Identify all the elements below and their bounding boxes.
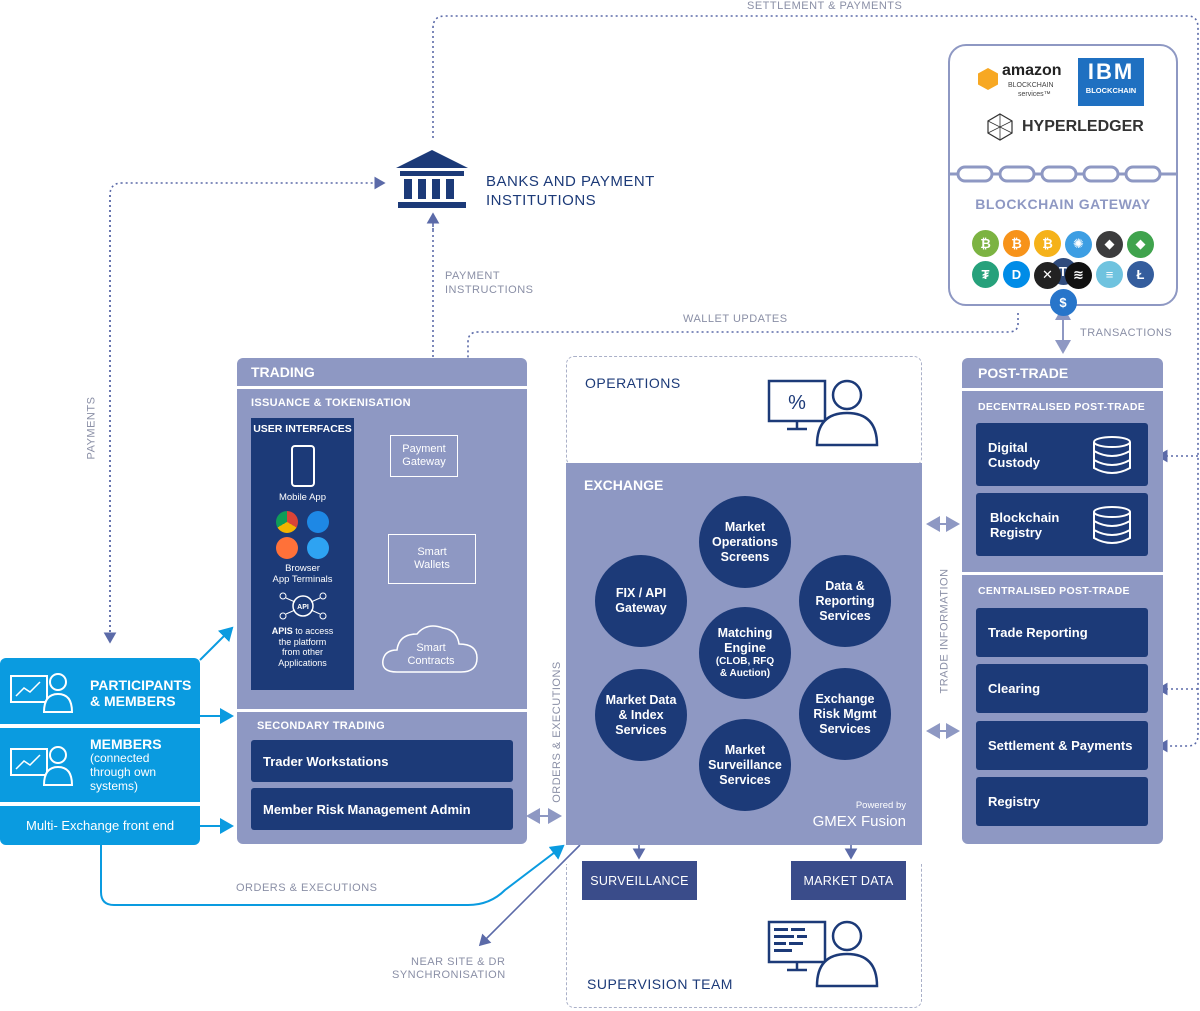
amazon-cubes-icon — [978, 68, 998, 90]
smart-contracts-label: Smart Contracts — [407, 642, 455, 667]
settlement-payments-box[interactable]: Settlement & Payments — [976, 721, 1148, 770]
ibm-blockchain-logo: IBM BLOCKCHAIN — [1078, 58, 1144, 106]
operator-icon: % — [767, 379, 879, 447]
operations-panel: OPERATIONS % — [566, 356, 922, 466]
crypto-coin-icon: ₿ — [1003, 230, 1030, 257]
wallet-updates-label: WALLET UPDATES — [683, 313, 788, 325]
crypto-coin-icon: ≋ — [1065, 261, 1092, 289]
api-network-icon: API — [279, 592, 326, 620]
secondary-divider — [237, 709, 527, 712]
participants-box[interactable]: PARTICIPANTS & MEMBERS — [0, 658, 200, 724]
market-data-box[interactable]: MARKET DATA — [791, 861, 906, 900]
registry-box[interactable]: Registry — [976, 777, 1148, 826]
crypto-coin-icon: ≡ — [1096, 261, 1123, 288]
gmex-fusion-brand: GMEX Fusion — [812, 813, 906, 830]
crypto-coin-icon: D — [1003, 261, 1030, 288]
blockchain-gateway-title: BLOCKCHAIN GATEWAY — [975, 196, 1151, 212]
svg-text:%: % — [788, 392, 806, 414]
smart-wallets-box: Smart Wallets — [388, 534, 476, 584]
settlement-payments-label: SETTLEMENT & PAYMENTS — [747, 0, 903, 12]
payment-gateway-box: Payment Gateway — [390, 435, 458, 477]
hyperledger-icon — [987, 113, 1013, 141]
amazon-logo: amazon BLOCKCHAIN services™ — [978, 62, 1068, 102]
members-box[interactable]: MEMBERS (connected through own systems) — [0, 728, 200, 802]
firefox-icon — [276, 537, 299, 559]
orders-executions-bottom-label: ORDERS & EXECUTIONS — [236, 882, 378, 894]
orders-executions-vertical-label: ORDERS & EXECUTIONS — [550, 661, 563, 803]
supervisor-icon — [767, 920, 879, 988]
crypto-coin-icon: ✕ — [1034, 261, 1061, 289]
member-terminal-icon — [10, 746, 74, 786]
multi-exchange-box[interactable]: Multi- Exchange front end — [0, 806, 200, 845]
centralised-title: CENTRALISED POST-TRADE — [978, 585, 1130, 597]
centralised-divider — [962, 572, 1163, 575]
clearing-box[interactable]: Clearing — [976, 664, 1148, 713]
blockchain-panel: amazon BLOCKCHAIN services™ IBM BLOCKCHA… — [948, 44, 1178, 316]
supervision-team-title: SUPERVISION TEAM — [587, 976, 733, 992]
payment-instructions-label-2: INSTRUCTIONS — [445, 284, 534, 296]
trading-panel: TRADING ISSUANCE & TOKENISATION USER INT… — [237, 358, 527, 844]
crypto-coin-icon: Ł — [1127, 261, 1154, 288]
user-interfaces-panel: USER INTERFACES Mobile App Browser App T… — [251, 418, 354, 690]
secondary-trading-title: SECONDARY TRADING — [257, 720, 385, 732]
coin-row-2: ₮D✕≋≡Ł $ — [956, 261, 1170, 316]
payments-label: PAYMENTS — [85, 396, 98, 460]
near-site-label-2: SYNCHRONISATION — [392, 969, 506, 981]
crypto-coin-icon: ₮ — [972, 261, 999, 288]
api-badge: API — [297, 604, 309, 611]
mobile-app-icon — [290, 445, 315, 487]
chrome-icon — [276, 511, 299, 533]
safari-icon — [306, 537, 329, 559]
bank-icon — [396, 150, 468, 208]
payment-instructions-label-1: PAYMENT — [445, 270, 501, 282]
trade-information-label: TRADE INFORMATION — [938, 568, 951, 694]
trading-divider — [237, 386, 527, 389]
issuance-title: ISSUANCE & TOKENISATION — [251, 397, 411, 409]
transactions-label: TRANSACTIONS — [1080, 327, 1173, 339]
near-site-label-1: NEAR SITE & DR — [411, 956, 506, 968]
hyperledger-logo: HYPERLEDGER — [986, 112, 1156, 142]
supervision-panel: SUPERVISION TEAM — [566, 864, 922, 1008]
trader-workstations[interactable]: Trader Workstations — [251, 740, 513, 782]
member-risk-admin[interactable]: Member Risk Management Admin — [251, 788, 513, 830]
powered-by: Powered by — [855, 800, 906, 811]
crypto-coin-icon: ₿ — [1034, 230, 1061, 257]
crypto-coin-icon: $ — [1049, 288, 1077, 316]
user-terminal-icon — [10, 673, 74, 713]
crypto-coin-icon: ◆ — [1127, 230, 1154, 258]
banks-title: BANKS AND PAYMENT INSTITUTIONS — [486, 173, 655, 209]
post-trade-divider — [962, 388, 1163, 391]
trade-reporting-box[interactable]: Trade Reporting — [976, 608, 1148, 657]
post-trade-panel: POST-TRADE DECENTRALISED POST-TRADE Digi… — [962, 358, 1163, 844]
database-icon — [1093, 506, 1131, 544]
exchange-title: EXCHANGE — [584, 477, 664, 493]
post-trade-title: POST-TRADE — [978, 365, 1069, 381]
database-icon — [1093, 436, 1131, 474]
edge-icon — [306, 511, 329, 533]
browser-icons — [251, 511, 354, 559]
crypto-coin-icon: ₿ — [972, 230, 999, 257]
crypto-coin-icon: ✺ — [1065, 230, 1092, 258]
chain-icon — [950, 165, 1176, 183]
surveillance-box[interactable]: SURVEILLANCE — [582, 861, 697, 900]
operations-title: OPERATIONS — [585, 375, 681, 391]
trading-title: TRADING — [251, 364, 315, 380]
cloud-icon — [382, 625, 478, 673]
decentralised-title: DECENTRALISED POST-TRADE — [978, 401, 1146, 413]
crypto-coin-icon: ◆ — [1096, 230, 1123, 258]
